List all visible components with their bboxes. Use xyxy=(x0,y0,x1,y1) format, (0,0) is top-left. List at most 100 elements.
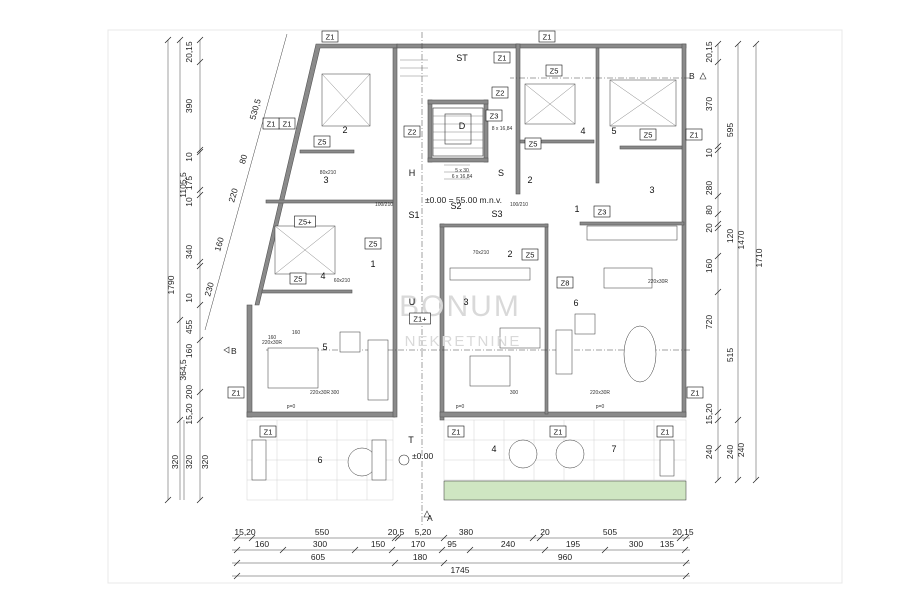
small-label: 100/210 xyxy=(510,202,528,208)
tag-text: Z1 xyxy=(661,428,670,437)
room-label: 2 xyxy=(527,175,532,185)
room-label: 3 xyxy=(323,175,328,185)
dim-text: 1105,5 xyxy=(178,172,188,198)
tag-text: Z5 xyxy=(294,275,303,284)
tag-label: Z5 xyxy=(289,272,307,285)
tag-label: Z1 xyxy=(259,425,277,438)
dim-text: 300 xyxy=(629,539,643,549)
tag-text: Z1 xyxy=(691,389,700,398)
room-label: 1 xyxy=(370,259,375,269)
dim-text: 1790 xyxy=(166,275,176,294)
tag-text: Z5+ xyxy=(298,218,312,227)
tag-label: Z1 xyxy=(278,117,296,130)
tag-label: Z1 xyxy=(447,425,465,438)
axis-lines xyxy=(266,32,690,525)
room-label: 3 xyxy=(649,185,654,195)
tag-label: Z5 xyxy=(524,137,542,150)
tag-label: Z5 xyxy=(521,248,539,261)
level-marker-icon xyxy=(398,454,410,466)
dim-text: 15,20 xyxy=(234,527,256,537)
dim-text: 240 xyxy=(736,443,746,457)
dim-text: 20,5 xyxy=(388,527,405,537)
tag-label: Z2 xyxy=(403,125,421,138)
small-label: 70x210 xyxy=(473,250,490,256)
room-label: H xyxy=(409,168,416,178)
section-arrow-icon xyxy=(423,510,431,518)
dim-text: 515 xyxy=(725,348,735,362)
dim-text: 280 xyxy=(704,181,714,195)
dim-text: 550 xyxy=(315,527,329,537)
dim-text: 505 xyxy=(603,527,617,537)
dim-text: 15,20 xyxy=(184,403,194,425)
dim-text: 240 xyxy=(704,445,714,459)
tag-text: Z1 xyxy=(283,120,292,129)
dim-text: 390 xyxy=(184,99,194,113)
tag-label: Z1 xyxy=(538,30,556,43)
tag-label: Z1 xyxy=(493,51,511,64)
dim-text: 1470 xyxy=(736,230,746,249)
section-arrow-icon xyxy=(699,72,707,80)
dim-text: 80 xyxy=(237,153,249,165)
tag-text: Z1 xyxy=(264,428,273,437)
dim-text: 175 xyxy=(184,176,194,190)
small-label: 6 x 16,84 xyxy=(452,174,473,180)
room-labels: ST D H S S1 S2 S3 2 3 4 1 5 U T 6 4 5 2 … xyxy=(317,53,654,465)
tag-text: Z5 xyxy=(526,251,535,260)
tag-text: Z5 xyxy=(369,240,378,249)
furniture xyxy=(251,73,678,481)
tag-text: Z5 xyxy=(644,131,653,140)
dim-text: 1745 xyxy=(451,565,470,575)
dim-text: 170 xyxy=(411,539,425,549)
room-label: S xyxy=(498,168,504,178)
tag-label: Z5 xyxy=(313,135,331,148)
tag-text: Z5 xyxy=(318,138,327,147)
staircase xyxy=(400,59,484,180)
room-label: S2 xyxy=(450,201,461,211)
dim-text: 135 xyxy=(660,539,674,549)
dim-text: 95 xyxy=(447,539,457,549)
dim-text: 20 xyxy=(704,223,714,233)
dim-text: 160 xyxy=(212,236,226,253)
small-label: 300 xyxy=(331,390,340,396)
dim-text: 240 xyxy=(725,445,735,459)
small-label: 60x210 xyxy=(334,278,351,284)
dim-text: 605 xyxy=(311,552,325,562)
dim-text: 10 xyxy=(184,197,194,207)
dim-text: 200 xyxy=(184,385,194,399)
dim-text: 160 xyxy=(255,539,269,549)
small-label: 160 xyxy=(268,335,277,341)
tag-text: Z1 xyxy=(232,389,241,398)
small-label: p=0 xyxy=(456,404,465,410)
dimension-lines: 17901105,5364,520,1539010175103401045516… xyxy=(164,33,764,580)
room-label: T xyxy=(408,435,414,445)
small-label: 220x30R xyxy=(262,340,282,346)
room-label: S1 xyxy=(408,210,419,220)
tag-text: Z8 xyxy=(561,279,570,288)
section-mark-b-right: B xyxy=(689,71,695,81)
room-label: 4 xyxy=(580,126,585,136)
dim-text: 220 xyxy=(226,187,240,204)
small-label: p=0 xyxy=(287,404,296,410)
tag-label: Z1 xyxy=(656,425,674,438)
room-label: 5 xyxy=(322,342,327,352)
dim-text: 340 xyxy=(184,245,194,259)
small-label: 80x210 xyxy=(320,170,337,176)
small-label: p=0 xyxy=(596,404,605,410)
tag-label: Z1 xyxy=(685,128,703,141)
small-label: 300 xyxy=(510,390,519,396)
small-label: 220x30R xyxy=(648,279,668,285)
dim-text: 320 xyxy=(200,455,210,469)
tag-text: Z1 xyxy=(452,428,461,437)
tag-text: Z1+ xyxy=(413,315,427,324)
green-strip xyxy=(443,480,687,501)
dim-text: 20 xyxy=(540,527,550,537)
watermark-line2: NEKRETNINE xyxy=(405,333,522,350)
room-label: S3 xyxy=(491,209,502,219)
dim-text: 160 xyxy=(704,259,714,273)
terrace-level: ±0.00 xyxy=(412,451,433,461)
tag-text: Z1 xyxy=(543,33,552,42)
dim-text: 150 xyxy=(371,539,385,549)
dim-text: 364,5 xyxy=(178,359,188,381)
